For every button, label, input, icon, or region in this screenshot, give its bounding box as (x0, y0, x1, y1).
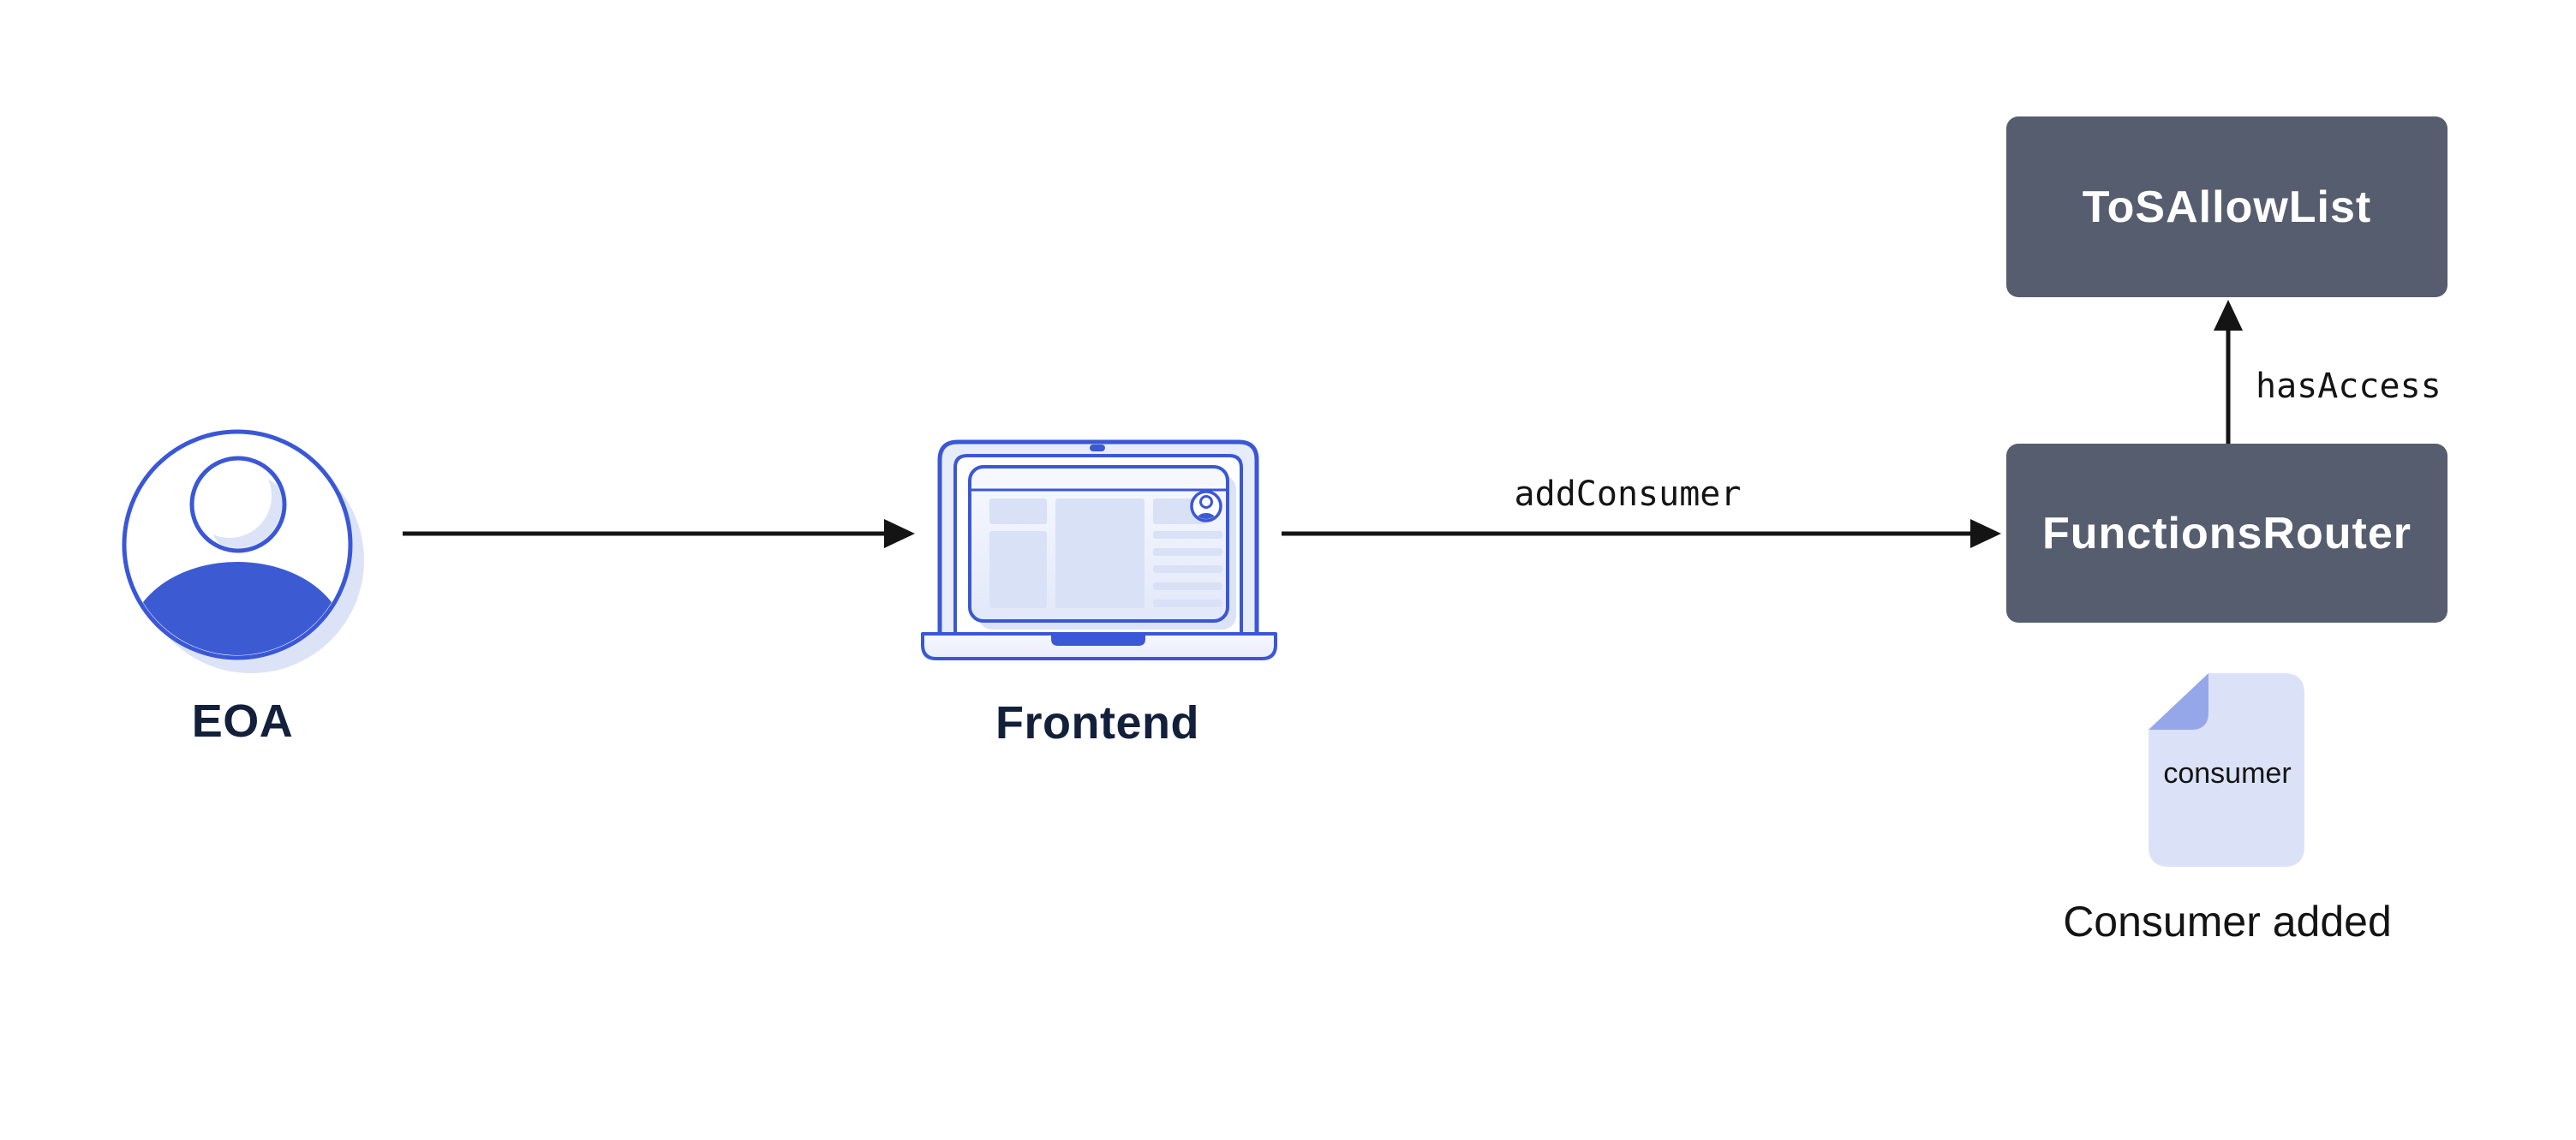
edge-label-addconsumer: addConsumer (1514, 475, 1742, 514)
edge-label-hasaccess: hasAccess (2256, 367, 2442, 406)
node-functions-router-label: FunctionsRouter (2042, 508, 2412, 558)
arrow-frontend-to-router (1282, 519, 2001, 548)
node-tos-allow-list: ToSAllowList (2006, 116, 2447, 297)
arrow-eoa-to-frontend (403, 519, 915, 548)
node-tos-allow-list-label: ToSAllowList (2082, 182, 2372, 232)
node-functions-router: FunctionsRouter (2006, 444, 2447, 623)
arrow-router-to-allowlist (2214, 300, 2243, 444)
consumer-added-caption: Consumer added (2063, 898, 2392, 946)
user-avatar-icon (122, 429, 364, 673)
node-frontend-label: Frontend (995, 697, 1199, 749)
document-icon: consumer (2149, 673, 2304, 867)
node-eoa-label: EOA (191, 695, 294, 747)
document-label: consumer (2163, 757, 2291, 790)
avatar-icon (1190, 490, 1222, 522)
laptop-browser-icon (921, 439, 1277, 660)
